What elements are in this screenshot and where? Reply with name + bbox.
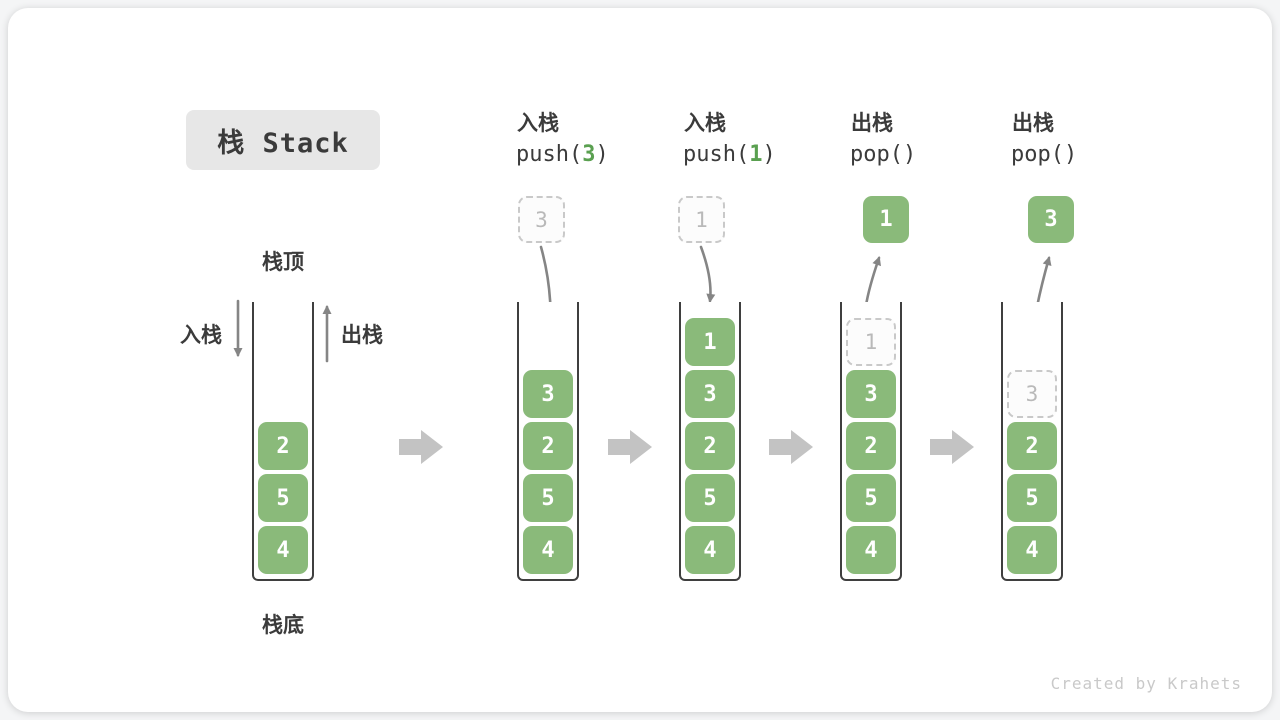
- stack-cell: 2: [523, 422, 573, 470]
- stack-cell: 4: [685, 526, 735, 574]
- step-op-label: 入栈: [517, 112, 559, 135]
- floating-value-box: 3: [1028, 196, 1074, 243]
- step-op-label: 入栈: [684, 112, 726, 135]
- stack-cell: 5: [258, 474, 308, 522]
- stack-cell: 3: [685, 370, 735, 418]
- floating-value-box: 1: [678, 196, 725, 243]
- stack-cell: 2: [846, 422, 896, 470]
- floating-value-box: 1: [863, 196, 909, 243]
- ghost-cell: 3: [1007, 370, 1057, 418]
- stack-cell: 2: [685, 422, 735, 470]
- step-op-label: 出栈: [1012, 112, 1054, 135]
- push-arg: 3: [582, 142, 596, 167]
- stack-cell: 4: [1007, 526, 1057, 574]
- ghost-cell: 1: [846, 318, 896, 366]
- stack-cell: 3: [846, 370, 896, 418]
- footer-credit: Created by Krahets: [1050, 674, 1242, 693]
- stack-cell: 5: [523, 474, 573, 522]
- step-code: pop(): [1011, 142, 1078, 167]
- step-op-label: 出栈: [851, 112, 893, 135]
- step-code: push(1): [683, 142, 776, 167]
- stack-cell: 4: [523, 526, 573, 574]
- stack-cell: 4: [258, 526, 308, 574]
- stack-top-label: 栈顶: [262, 251, 304, 274]
- floating-value-box: 3: [518, 196, 565, 243]
- stack-cell: 5: [1007, 474, 1057, 522]
- pop-label: 出栈: [341, 324, 383, 347]
- push-arg: 1: [749, 142, 763, 167]
- stack-bottom-label: 栈底: [262, 614, 304, 637]
- step-code: push(3): [516, 142, 609, 167]
- stack-cell: 2: [258, 422, 308, 470]
- stack-cell: 5: [685, 474, 735, 522]
- stack-cell: 5: [846, 474, 896, 522]
- stack-cell: 3: [523, 370, 573, 418]
- page-title: 栈 Stack: [217, 127, 349, 159]
- step-code: pop(): [850, 142, 917, 167]
- push-label: 入栈: [180, 324, 222, 347]
- title-box: 栈 Stack: [186, 110, 380, 170]
- stack-cell: 1: [685, 318, 735, 366]
- stack-cell: 4: [846, 526, 896, 574]
- stack-cell: 2: [1007, 422, 1057, 470]
